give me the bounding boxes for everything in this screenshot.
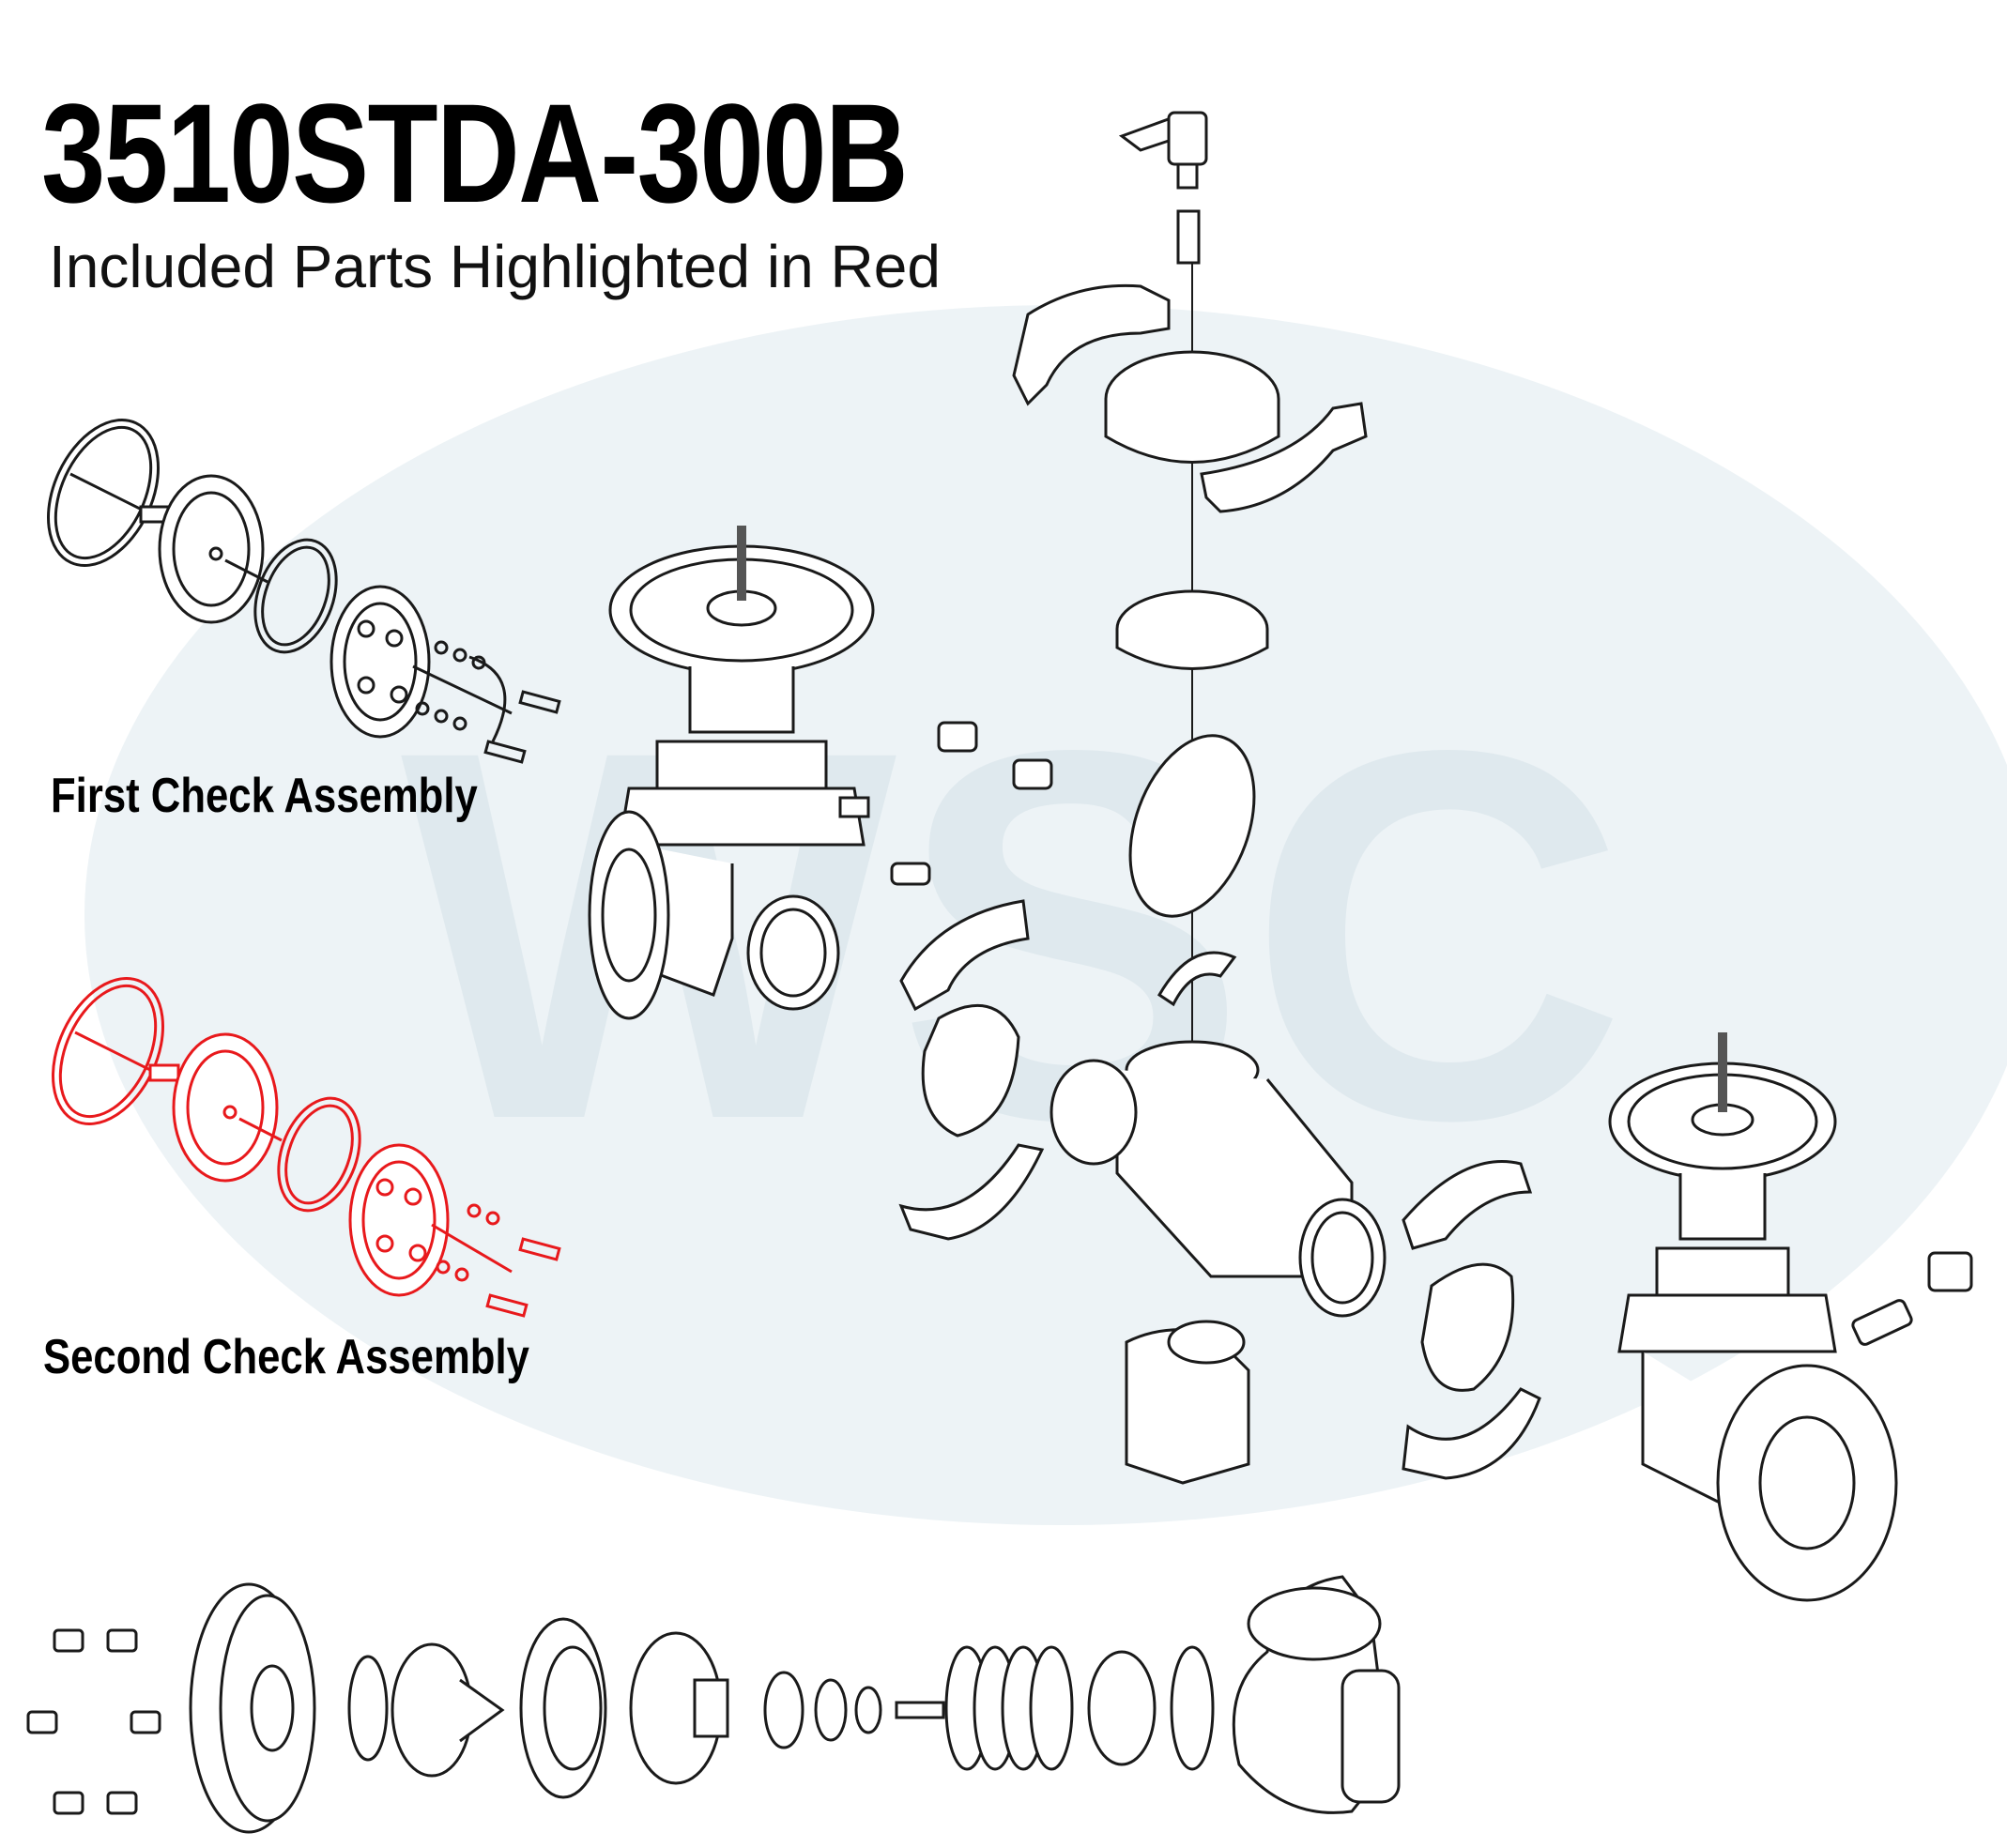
relief-bolt — [895, 1701, 945, 1719]
model-title: 3510STDA-300B — [41, 74, 909, 232]
center-stack — [890, 111, 1541, 1485]
washer-3 — [854, 1686, 882, 1734]
second-check-assembly-label: Second Check Assembly — [43, 1330, 529, 1384]
top-nipple — [1176, 209, 1201, 265]
washer-1 — [763, 1671, 804, 1749]
body-left-inlet — [1049, 1059, 1138, 1166]
seat-o-ring — [1170, 1645, 1215, 1771]
middle-clamp-left-top — [899, 899, 1030, 1012]
right-clamp-top — [1402, 1160, 1533, 1250]
second-check-assembly — [52, 977, 561, 1318]
right-gate-valve — [1608, 1032, 1973, 1602]
cap-screws — [26, 1628, 161, 1815]
second-check-stem — [148, 1063, 180, 1082]
first-check-assembly-label: First Check Assembly — [51, 769, 478, 823]
second-check-poppet — [348, 1143, 450, 1297]
upper-clamp-left — [1012, 283, 1171, 406]
washer-2 — [814, 1678, 848, 1742]
bottom-exploded-row — [26, 1575, 1401, 1834]
right-ball-valve — [1927, 1251, 1973, 1292]
first-check-o-ring — [47, 419, 160, 567]
snap-ring — [1128, 734, 1256, 918]
relief-diaphragm-seat — [391, 1642, 473, 1778]
right-clamp-bottom — [1402, 1387, 1541, 1480]
middle-clamp-left-bottom — [898, 1143, 1045, 1241]
relief-spring — [944, 1645, 1074, 1771]
upper-clamp-right — [1200, 402, 1368, 513]
first-check-assembly — [47, 419, 561, 764]
first-check-seal-ring — [253, 538, 338, 654]
first-check-poppet — [329, 585, 431, 739]
page-subtitle: Included Parts Highlighted in Red — [49, 233, 941, 300]
relief-seat — [1087, 1650, 1157, 1766]
second-check-seal-ring — [277, 1096, 361, 1213]
flange-o-ring — [347, 1655, 389, 1762]
left-coupling — [921, 1003, 1020, 1138]
right-coupling — [1420, 1262, 1515, 1392]
left-gate-valve — [588, 526, 875, 1020]
right-nipple — [1851, 1299, 1913, 1346]
retainer-clip — [1157, 951, 1237, 1007]
